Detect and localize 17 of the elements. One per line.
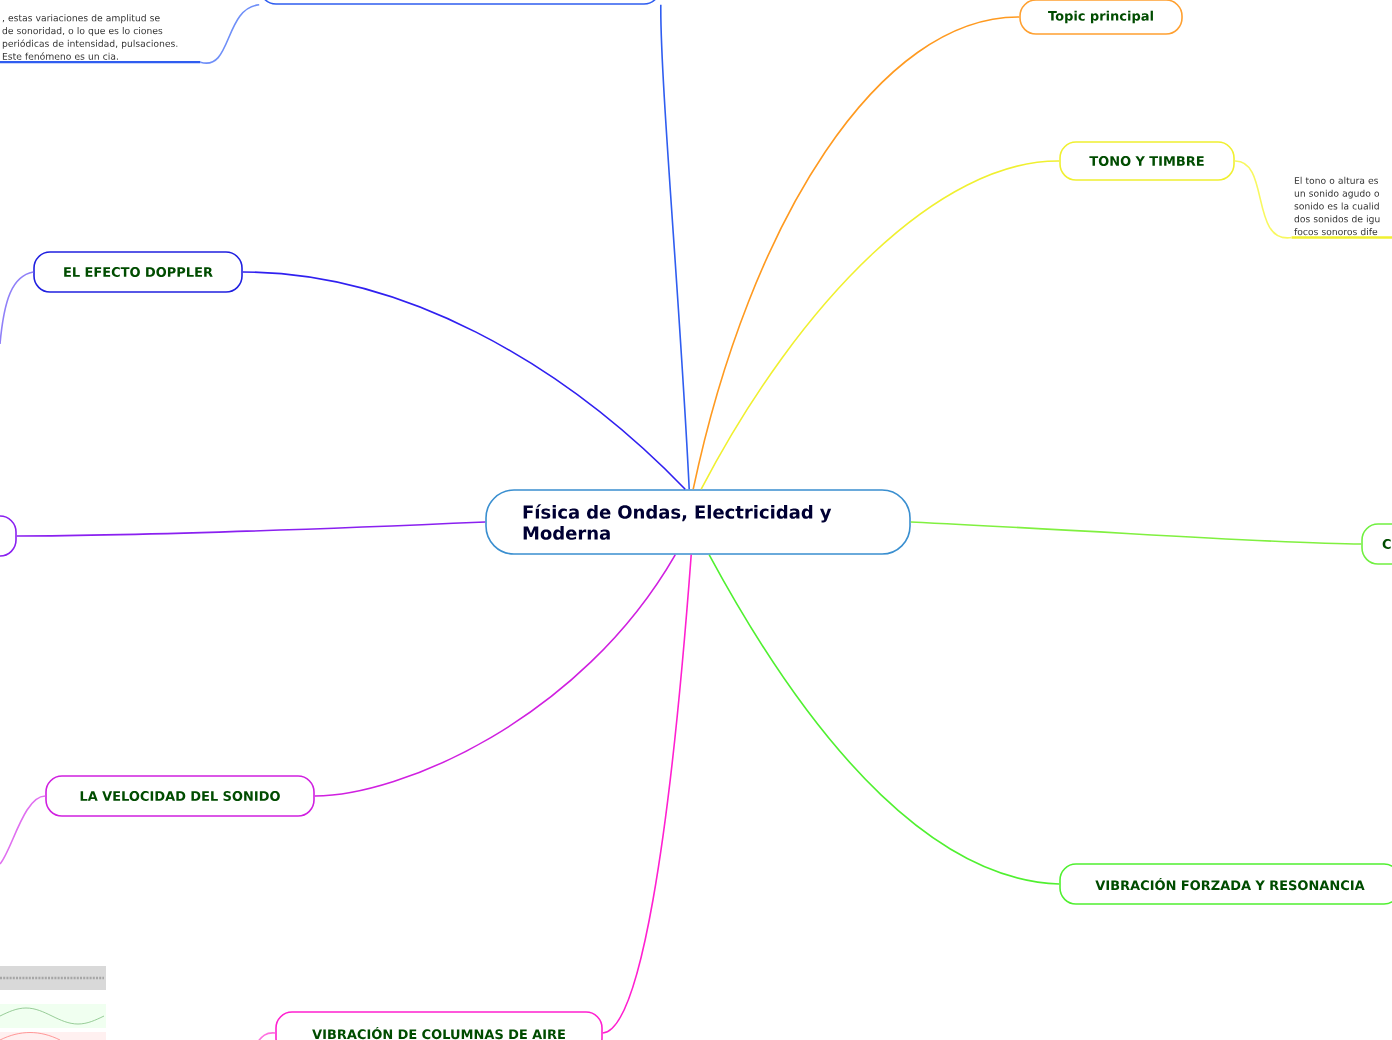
connector-line [708, 554, 1060, 885]
connector-line [314, 554, 676, 797]
connector-line [660, 4, 690, 490]
connector-line [692, 16, 1020, 490]
connector-line [0, 795, 46, 865]
connector-line [700, 160, 1060, 490]
central-topic-box: Física de Ondas, Electricidad y Moderna [485, 489, 911, 555]
connector-line [1234, 160, 1293, 239]
connector-line [910, 521, 1362, 545]
connector-line [242, 271, 686, 490]
topic-box [259, 0, 661, 5]
connector-line [255, 1032, 276, 1040]
connector-line [0, 271, 34, 345]
topic-box [0, 515, 17, 557]
connector-line [199, 4, 260, 64]
connector-line [16, 521, 486, 537]
connector-line [602, 554, 692, 1034]
